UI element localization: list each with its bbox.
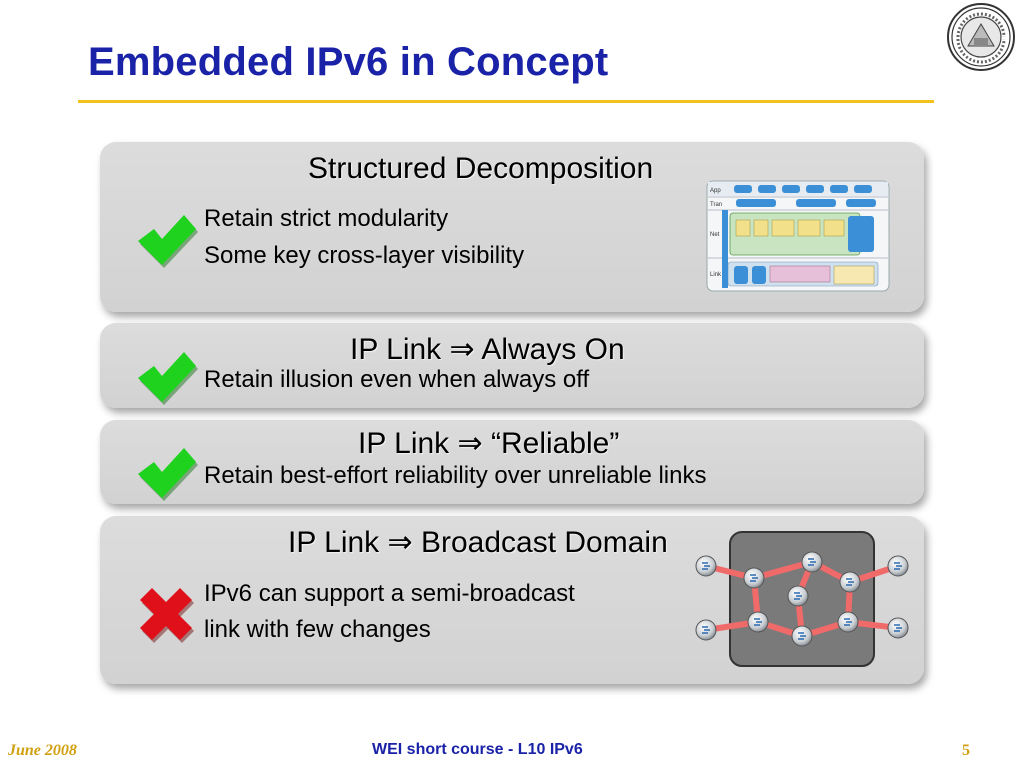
mesh-network-diagram [695, 531, 909, 667]
checkmark-icon [138, 215, 198, 268]
checkmark-icon [138, 448, 198, 501]
stack-label-tran: Tran [710, 202, 722, 208]
footer-date: June 2008 [8, 742, 77, 759]
slide-title: Embedded IPv6 in Concept [88, 40, 609, 84]
stack-label-net: Net [710, 232, 720, 238]
panel-title: Structured Decomposition [308, 152, 654, 185]
footer-course: WEI short course - L10 IPv6 [372, 741, 583, 758]
panel-text-line: Some key cross-layer visibility [204, 242, 525, 269]
cross-icon [140, 588, 194, 643]
panel-text-line: link with few changes [204, 616, 431, 643]
panel-title: IP Link ⇒ “Reliable” [358, 427, 620, 460]
panel-title: IP Link ⇒ Always On [350, 333, 625, 366]
footer-page-number: 5 [962, 742, 970, 759]
panel-always-on [100, 323, 924, 408]
university-seal-icon [947, 3, 1015, 71]
title-underline [78, 100, 934, 103]
panel-title: IP Link ⇒ Broadcast Domain [288, 526, 668, 559]
stack-label-app: App [710, 188, 721, 194]
stack-label-link: Link [710, 272, 722, 278]
panel-text-line: Retain illusion even when always off [204, 366, 590, 393]
protocol-stack-diagram: App Tran Net Link [706, 180, 890, 292]
panel-text-line: IPv6 can support a semi-broadcast [204, 580, 575, 607]
panel-text-line: Retain best-effort reliability over unre… [204, 462, 707, 489]
panel-reliable [100, 420, 924, 504]
checkmark-icon [138, 352, 198, 405]
panel-text-line: Retain strict modularity [204, 205, 449, 232]
